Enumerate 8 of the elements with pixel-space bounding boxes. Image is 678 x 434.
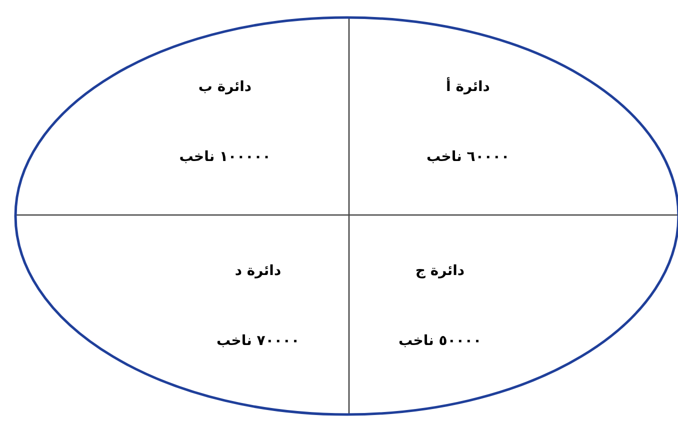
- district-name: دائرة ج: [414, 262, 466, 280]
- voter-count: ٦٠٠٠٠ ناخب: [425, 148, 511, 166]
- district-name: دائرة ب: [197, 78, 253, 96]
- voter-count: ٧٠٠٠٠ ناخب: [215, 332, 301, 350]
- voter-count: ١٠٠٠٠٠ ناخب: [178, 148, 272, 166]
- voter-count: ٥٠٠٠٠ ناخب: [397, 332, 483, 350]
- district-name: دائرة أ: [445, 78, 491, 96]
- district-name: دائرة د: [234, 262, 282, 280]
